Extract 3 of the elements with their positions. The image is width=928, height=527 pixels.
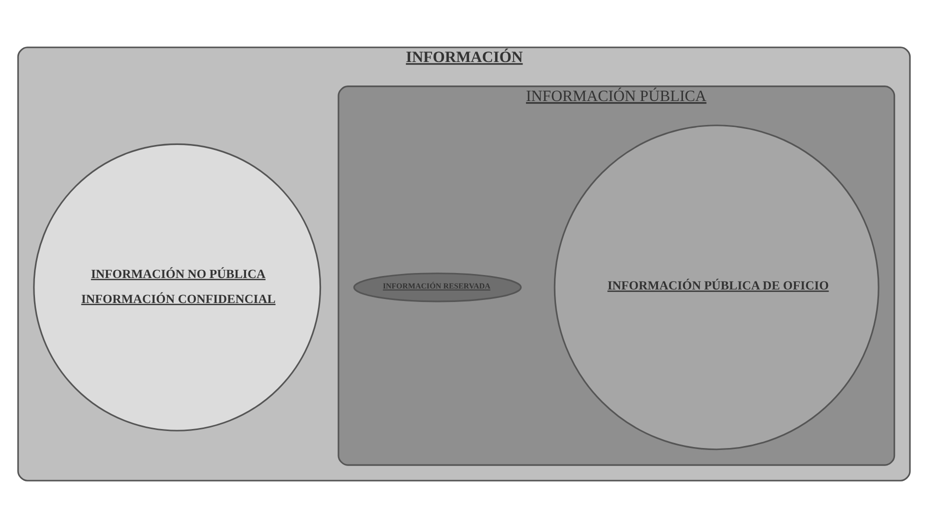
node-ellipse: INFORMACIÓN RESERVADA: [353, 272, 522, 302]
node-circle: INFORMACIÓN PÚBLICA DE OFICIO: [554, 124, 880, 450]
node-circle: INFORMACIÓN NO PÚBLICA INFORMACIÓN CONFIDENCIAL: [33, 142, 322, 431]
